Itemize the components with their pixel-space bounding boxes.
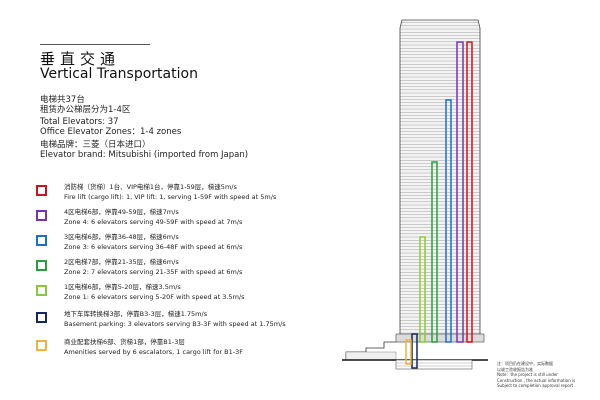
info-zones-en: Office Elevator Zones：1-4 zones: [40, 127, 182, 137]
shaft-basement: [411, 333, 418, 369]
legend-text-cn: 商业配套扶梯6部、货梯1部，停靠B1-3层: [64, 338, 185, 346]
legend-text-en: Zone 3: 6 elevators serving 36-48F with …: [64, 243, 243, 251]
title-english: Vertical Transportation: [40, 66, 198, 82]
shaft-fire-vip: [466, 41, 473, 343]
legend-text-en: Zone 4: 6 elevators serving 49-59F with …: [64, 218, 243, 226]
title-rule: [40, 44, 150, 45]
shaft-zone-4: [456, 41, 464, 343]
legend-swatch: [36, 260, 47, 271]
info-zones-cn: 租赁办公梯层分为1-4区: [40, 105, 131, 115]
info-brand-cn: 电梯品牌：三菱（日本进口）: [40, 140, 151, 150]
tower-base-band: [395, 333, 485, 343]
legend-text-en: Basement parking: 3 elevators serving B3…: [64, 320, 286, 328]
legend-text-en: Amenities served by 6 escalators, 1 carg…: [64, 348, 243, 356]
note-line: Construction , the actual information is: [497, 377, 576, 383]
info-total-en: Total Elevators: 37: [40, 117, 119, 127]
info-brand-en: Elevator brand: Mitsubishi (imported fro…: [40, 150, 249, 160]
construction-note: 注：项目仍在建设中，实际数据 以竣工验收报告为准 Note：the projec…: [497, 361, 576, 389]
shaft-zone-3: [445, 99, 452, 343]
shaft-amenities: [405, 339, 412, 365]
legend-text-cn: 4区电梯6部，停靠49-59层，梯速7m/s: [64, 208, 179, 216]
legend-swatch: [36, 312, 47, 323]
legend-text-en: Zone 2: 7 elevators serving 21-35F with …: [64, 268, 243, 276]
legend-swatch: [36, 185, 47, 196]
note-line: 以竣工验收报告为准: [497, 366, 533, 372]
legend-text-cn: 2区电梯7部，停靠21-35层，梯速6m/s: [64, 258, 179, 266]
basement-levels: [395, 359, 473, 370]
shaft-zone-2: [431, 161, 438, 343]
note-line: Note：the project is still under: [497, 372, 558, 377]
legend-swatch: [36, 235, 47, 246]
title-chinese: 垂直交通: [40, 50, 121, 68]
podium-mass: [345, 351, 397, 361]
tower-facade: [399, 19, 481, 341]
legend-text-en: Zone 1: 6 elevators serving 5-20F with s…: [64, 293, 245, 301]
legend-swatch: [36, 210, 47, 221]
legend-swatch: [36, 285, 47, 296]
info-total-cn: 电梯共37台: [40, 95, 85, 105]
note-line: 注：项目仍在建设中，实际数据: [497, 361, 553, 366]
shaft-zone-1: [419, 236, 426, 343]
legend-swatch: [36, 340, 47, 351]
legend-text-cn: 1区电梯6部，停靠5-20层，梯速3.5m/s: [64, 283, 181, 291]
legend-text-cn: 地下车库转换梯3部，停靠B3-3层，梯速1.75m/s: [64, 310, 208, 318]
note-line: Subject to completion approval report .: [497, 383, 576, 388]
legend-text-en: Fire lift (cargo lift): 1, VIP lift: 1, …: [64, 193, 277, 201]
legend-text-cn: 消防梯（货梯）1台、VIP电梯1台，停靠1-59层，梯速5m/s: [64, 183, 237, 191]
legend-text-cn: 3区电梯6部，停靠36-48层，梯速6m/s: [64, 233, 179, 241]
